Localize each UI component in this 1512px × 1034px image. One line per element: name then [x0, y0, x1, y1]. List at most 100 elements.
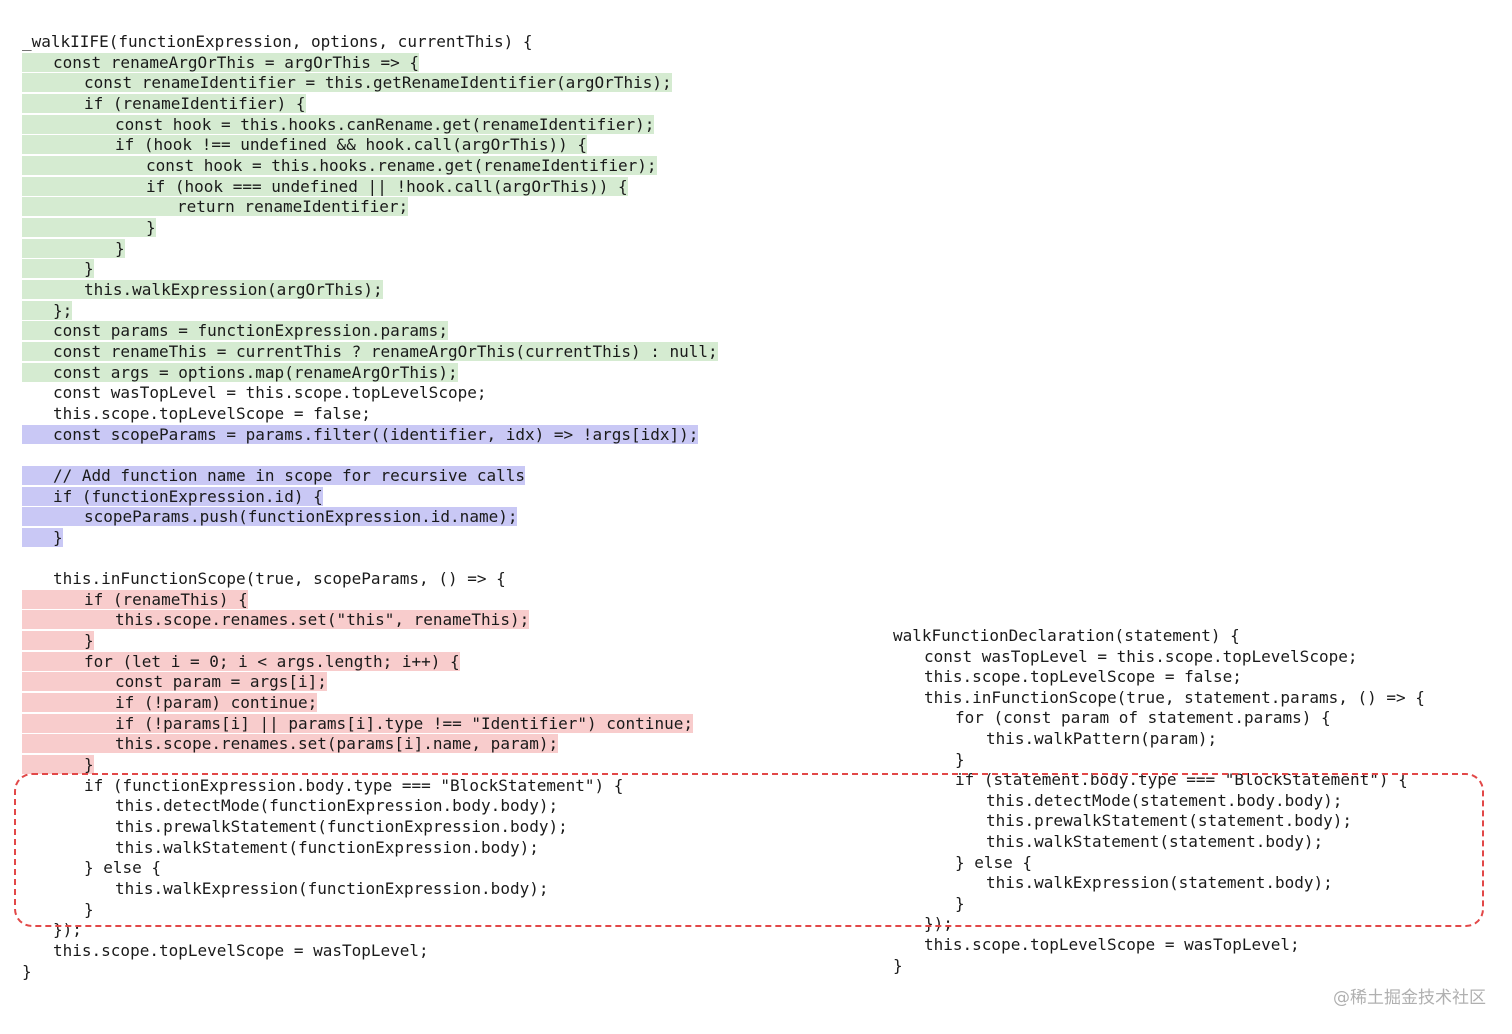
left-code-text: if (hook !== undefined && hook.call(argO… — [115, 135, 588, 154]
left-code-line: if (hook !== undefined && hook.call(argO… — [115, 135, 588, 154]
left-code-text: // Add function name in scope for recurs… — [53, 466, 526, 485]
left-code-text: }); — [53, 920, 82, 939]
left-code-text: for (let i = 0; i < args.length; i++) { — [84, 652, 460, 671]
left-code-text: const renameIdentifier = this.getRenameI… — [84, 73, 672, 92]
right-code-text: } — [893, 956, 903, 975]
left-code-line: }); — [53, 920, 82, 939]
left-code-text: this.walkStatement(functionExpression.bo… — [115, 838, 539, 857]
left-code-text: if (!params[i] || params[i].type !== "Id… — [115, 714, 693, 733]
left-code-line: const hook = this.hooks.rename.get(renam… — [146, 156, 657, 175]
left-indent-band — [22, 631, 84, 650]
right-code-line: } — [955, 750, 965, 769]
watermark: @稀土掘金技术社区 — [1333, 988, 1486, 1008]
left-code-text: const args = options.map(renameArgOrThis… — [53, 363, 458, 382]
right-code-line: this.scope.topLevelScope = wasTopLevel; — [924, 935, 1300, 954]
left-indent-band — [22, 507, 84, 526]
left-code-text: this.walkExpression(argOrThis); — [84, 280, 383, 299]
left-code-line: this.scope.topLevelScope = wasTopLevel; — [53, 941, 429, 960]
left-indent-band — [22, 487, 53, 506]
left-indent-band — [22, 425, 53, 444]
left-indent-band — [22, 652, 84, 671]
left-code-text: this.walkExpression(functionExpression.b… — [115, 879, 549, 898]
left-code-line: } — [53, 528, 63, 547]
left-indent-band — [22, 590, 84, 609]
left-code-line: _walkIIFE(functionExpression, options, c… — [22, 32, 533, 51]
right-code-text: this.scope.topLevelScope = false; — [924, 667, 1242, 686]
left-code-line: this.walkExpression(functionExpression.b… — [115, 879, 548, 898]
left-code-line: const renameThis = currentThis ? renameA… — [53, 342, 718, 361]
right-code-line: this.walkPattern(param); — [986, 729, 1217, 748]
left-code-line: // Add function name in scope for recurs… — [53, 466, 526, 485]
left-code-line: } — [146, 218, 156, 237]
left-code-line: const params = functionExpression.params… — [53, 321, 448, 340]
left-code-text: const renameArgOrThis = argOrThis => { — [53, 53, 420, 72]
left-code-line: scopeParams.push(functionExpression.id.n… — [84, 507, 518, 526]
left-indent-band — [22, 239, 115, 258]
right-code-text: for (const param of statement.params) { — [955, 708, 1331, 727]
right-code-line: this.prewalkStatement(statement.body); — [986, 811, 1352, 830]
left-indent-band — [22, 363, 53, 382]
left-code-line: } — [84, 900, 94, 919]
left-indent-band — [22, 466, 53, 485]
right-code-text: this.walkExpression(statement.body); — [986, 873, 1333, 892]
left-code-line: if (renameIdentifier) { — [84, 94, 306, 113]
left-code-line: this.walkStatement(functionExpression.bo… — [115, 838, 539, 857]
left-code-text: } else { — [84, 858, 162, 877]
left-code-line: }; — [53, 301, 73, 320]
right-code-text: walkFunctionDeclaration(statement) { — [893, 626, 1240, 645]
left-code-text: scopeParams.push(functionExpression.id.n… — [84, 507, 518, 526]
right-code-line: this.inFunctionScope(true, statement.par… — [924, 688, 1425, 707]
dashed-highlight-box — [14, 773, 1484, 927]
left-code-line: } else { — [84, 858, 161, 877]
left-code-text: this.scope.topLevelScope = false; — [53, 404, 371, 423]
left-code-line: if (functionExpression.id) { — [53, 487, 323, 506]
left-indent-band — [22, 280, 84, 299]
left-code-text: } — [53, 528, 63, 547]
left-indent-band — [22, 693, 115, 712]
left-code-line: } — [22, 962, 32, 981]
left-code-line: } — [84, 259, 94, 278]
right-code-line: this.walkStatement(statement.body); — [986, 832, 1323, 851]
left-code-line: if (functionExpression.body.type === "Bl… — [84, 776, 623, 795]
left-indent-band — [22, 197, 177, 216]
left-code-line: if (hook === undefined || !hook.call(arg… — [146, 177, 628, 196]
left-code-line: const renameIdentifier = this.getRenameI… — [84, 73, 672, 92]
left-code-text: _walkIIFE(functionExpression, options, c… — [22, 32, 533, 51]
left-indent-band — [22, 342, 53, 361]
left-code-line: } — [115, 239, 125, 258]
left-code-text: this.detectMode(functionExpression.body.… — [115, 796, 559, 815]
left-code-text: } — [84, 259, 94, 278]
right-code-text: this.walkPattern(param); — [986, 729, 1218, 748]
left-code-text: if (functionExpression.id) { — [53, 487, 323, 506]
right-code-line: this.scope.topLevelScope = false; — [924, 667, 1242, 686]
left-code-text: return renameIdentifier; — [177, 197, 409, 216]
left-code-text: } — [115, 239, 125, 258]
left-code-text: if (!param) continue; — [115, 693, 318, 712]
right-code-text: this.detectMode(statement.body.body); — [986, 791, 1343, 810]
left-code-line: return renameIdentifier; — [177, 197, 409, 216]
left-indent-band — [22, 115, 115, 134]
left-indent-band — [22, 734, 115, 753]
right-code-text: } — [955, 894, 965, 913]
left-indent-band — [22, 714, 115, 733]
right-code-text: }); — [924, 914, 953, 933]
left-indent-band — [22, 755, 84, 774]
left-code-text: if (renameThis) { — [84, 590, 248, 609]
left-code-line: const wasTopLevel = this.scope.topLevelS… — [53, 383, 486, 402]
left-code-line: this.prewalkStatement(functionExpression… — [115, 817, 568, 836]
left-code-text: const renameThis = currentThis ? renameA… — [53, 342, 718, 361]
left-code-line: if (!params[i] || params[i].type !== "Id… — [115, 714, 693, 733]
right-code-line: for (const param of statement.params) { — [955, 708, 1331, 727]
left-code-line: this.scope.topLevelScope = false; — [53, 404, 371, 423]
left-indent-band — [22, 73, 84, 92]
left-code-line: this.detectMode(functionExpression.body.… — [115, 796, 558, 815]
left-code-line: } — [84, 755, 94, 774]
right-code-text: } else { — [955, 853, 1033, 872]
left-code-text: } — [84, 755, 94, 774]
left-indent-band — [22, 94, 84, 113]
left-indent-band — [22, 610, 115, 629]
left-indent-band — [22, 321, 53, 340]
left-code-text: } — [22, 962, 32, 981]
left-code-text: if (hook === undefined || !hook.call(arg… — [146, 177, 628, 196]
right-code-line: const wasTopLevel = this.scope.topLevelS… — [924, 647, 1357, 666]
